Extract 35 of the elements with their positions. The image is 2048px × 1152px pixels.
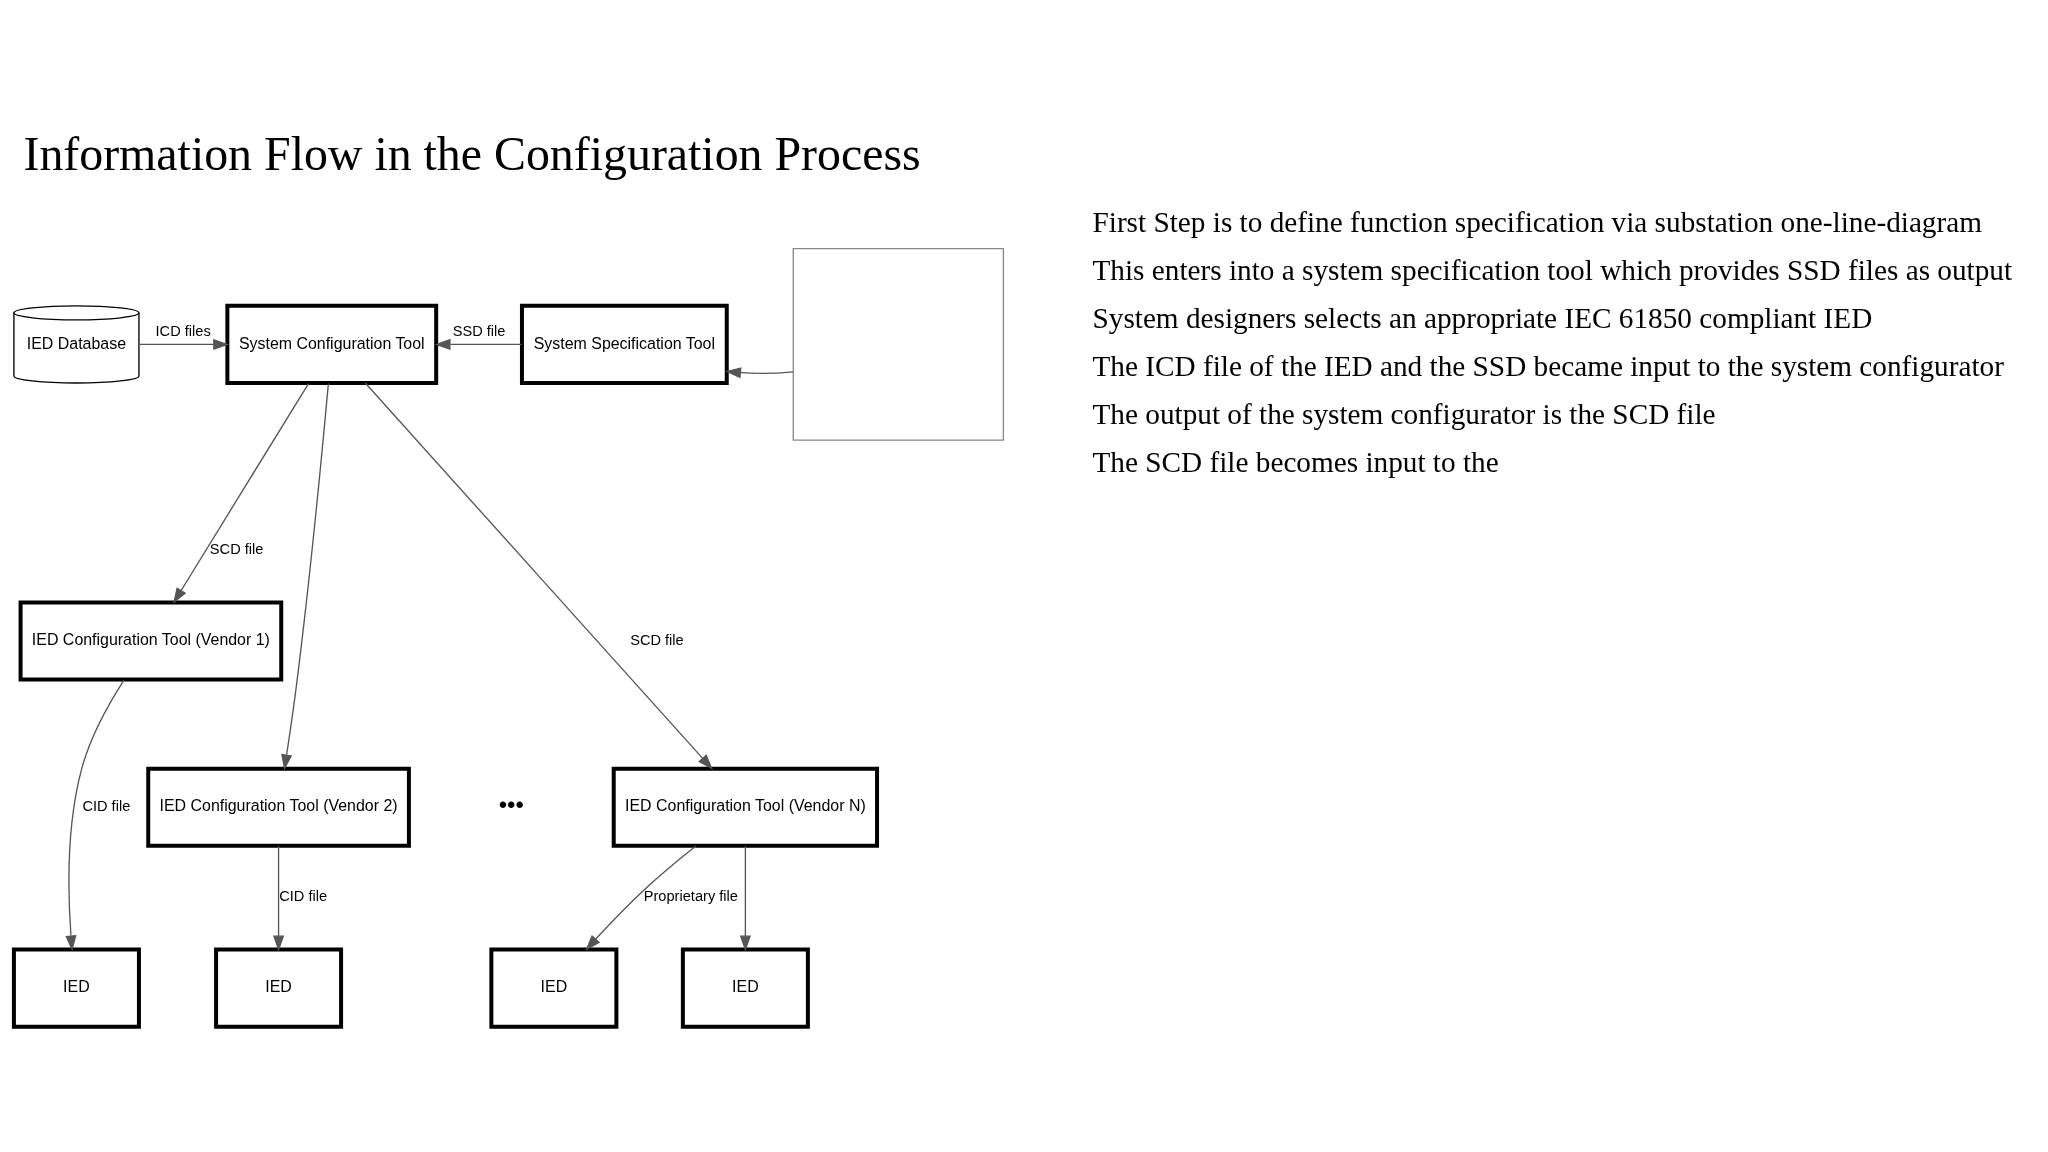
label: This enters into a system specification tool which provides SSD files as output <box>1092 253 2013 286</box>
label: The SCD file becomes input to the <box>1092 445 1499 478</box>
node-box: System Configuration Tool <box>225 303 439 385</box>
arrow <box>739 844 751 951</box>
arrow <box>138 338 230 350</box>
arrow <box>65 678 125 951</box>
diagram-title: Information Flow in the Configuration Process <box>23 126 921 180</box>
node-box: System Specification Tool <box>519 303 729 385</box>
label: System designers selects an appropriate IEC 61850 compliant IED <box>1092 301 1873 334</box>
arrow <box>281 382 330 770</box>
arrow <box>364 381 713 770</box>
node-box <box>792 247 1005 441</box>
edge-label: Proprietary file <box>643 887 738 904</box>
node-box: IED Configuration Tool (Vendor 1) <box>18 599 284 682</box>
label: ••• <box>498 790 524 818</box>
edge-label: ICD files <box>155 322 211 339</box>
node-box: IED <box>680 947 810 1029</box>
arrow <box>725 366 794 378</box>
arrow <box>585 844 697 951</box>
label: The output of the system configurator is the SCD file <box>1092 397 1716 430</box>
node-box: IED Configuration Tool (Vendor 2) <box>146 766 411 848</box>
edge-label: SCD file <box>209 540 264 557</box>
edge-label: SCD file <box>630 631 684 648</box>
edge-label: SSD file <box>452 322 506 339</box>
node-box: IED <box>11 947 141 1029</box>
edge-label: CID file <box>279 887 328 904</box>
label: The ICD file of the IED and the SSD became input to the system configurator <box>1092 349 2004 382</box>
edge-label: CID file <box>82 797 131 814</box>
arrow <box>173 382 310 604</box>
node-box: IED <box>214 947 344 1029</box>
node-box: IED Configuration Tool (Vendor N) <box>611 766 880 848</box>
node-box: IED <box>489 947 619 1029</box>
arrow <box>434 338 523 350</box>
label: First Step is to define function specification via substation one-line-diagram <box>1092 205 1982 238</box>
arrow <box>273 844 285 951</box>
